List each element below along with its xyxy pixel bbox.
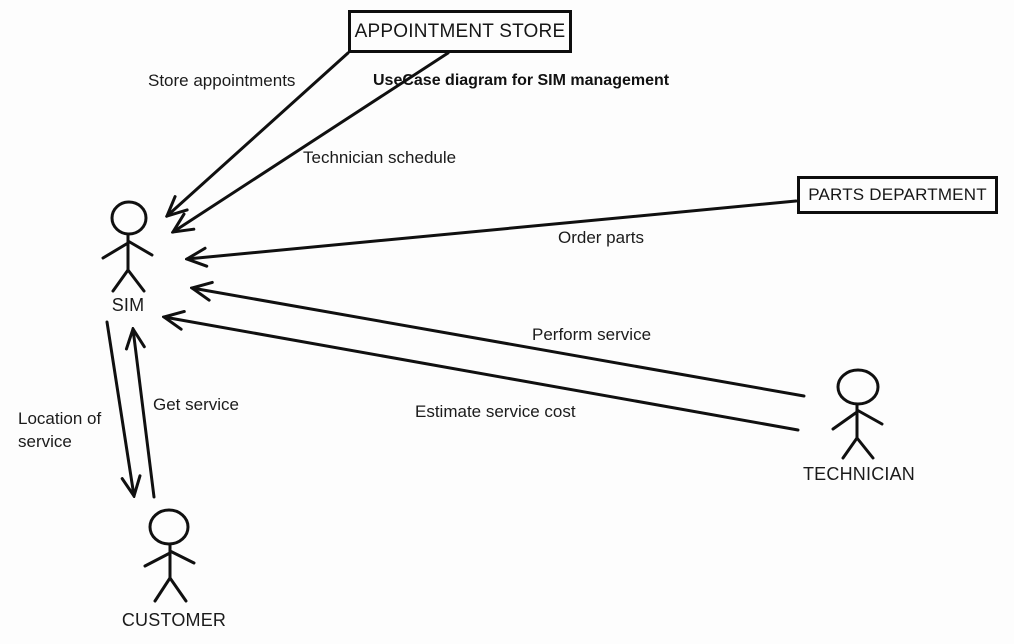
edge-store-appointments-arrow [167,51,350,216]
diagram-title: UseCase diagram for SIM management [373,72,670,89]
technician-arm-left [831,410,859,431]
customer-arm-left [143,551,172,568]
customer-head [148,508,190,546]
edge-label-perform-service: Perform service [532,325,652,344]
actor-technician-figure [831,368,884,460]
sim-leg-left [111,268,130,293]
edge-get-service-arrow [133,329,156,499]
technician-leg-right [855,436,875,460]
edge-technician-schedule-arrow [173,51,450,232]
actor-label-technician: TECHNICIAN [802,464,916,484]
sim-arm-right [126,239,154,257]
edge-order-parts-arrow [187,199,798,259]
parts-department-label: PARTS DEPARTMENT [808,185,987,204]
appointment-store-box: APPOINTMENT STORE [348,10,572,53]
customer-arm-right [168,549,196,565]
sim-leg-right [126,268,146,293]
edge-estimate-service-cost-arrow [164,317,800,432]
technician-arm-right [855,408,884,426]
edge-label-store-appointments: Store appointments [148,71,296,90]
technician-leg-left [841,436,859,460]
edge-location-of-service-arrow [105,320,134,496]
customer-leg-left [153,576,172,603]
edge-label-get-service: Get service [153,395,239,414]
actor-sim-figure [101,200,154,293]
edge-label-location-of-service: Location of service [18,409,102,451]
customer-leg-right [168,576,188,603]
technician-head [836,368,880,406]
edge-label-order-parts: Order parts [558,228,644,247]
edge-perform-service-arrow [192,288,806,398]
appointment-store-label: APPOINTMENT STORE [354,20,566,42]
sim-arm-left [101,241,130,260]
actor-customer-figure [143,508,196,603]
parts-department-box: PARTS DEPARTMENT [797,176,998,214]
sim-head [110,200,148,236]
edge-label-technician-schedule: Technician schedule [303,148,457,167]
edge-label-estimate-service-cost: Estimate service cost [415,402,576,421]
actor-label-sim: SIM [111,295,145,315]
actor-label-customer: CUSTOMER [121,610,227,630]
